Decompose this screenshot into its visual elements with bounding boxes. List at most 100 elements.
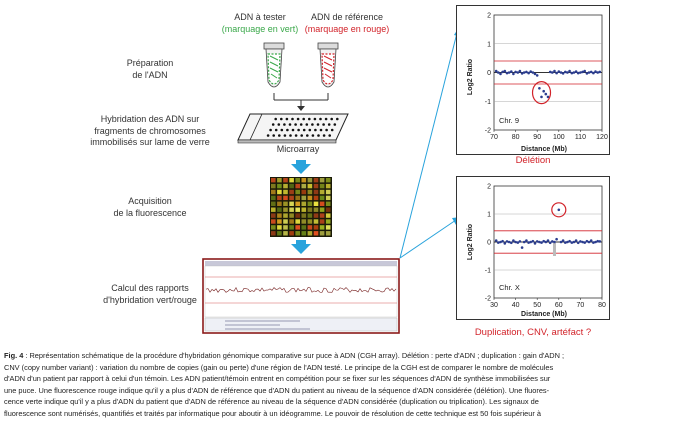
fluorescence-spot <box>289 225 294 230</box>
fluorescence-spot <box>313 219 319 224</box>
data-point <box>570 71 574 75</box>
fluorescence-spot <box>319 189 325 195</box>
highlight-circle <box>531 81 552 105</box>
x-tick-label: 50 <box>533 302 541 309</box>
plot-bottom-panel <box>456 176 610 320</box>
step-preparation-line1: Préparation <box>126 58 174 68</box>
fluorescence-spot <box>277 201 282 206</box>
fluorescence-spot <box>289 183 294 189</box>
data-point <box>529 70 532 73</box>
data-point <box>566 240 569 244</box>
x-tick-label: 110 <box>575 134 586 141</box>
data-point <box>531 239 535 243</box>
microarray-spot <box>317 134 320 137</box>
microarray-spot <box>336 117 339 121</box>
microarray-spot <box>277 123 281 126</box>
microarray-spot <box>280 128 284 132</box>
fluorescence-spot <box>271 189 276 195</box>
data-point <box>581 70 584 74</box>
fluorescence-spot <box>295 183 300 189</box>
y-tick-label: -1 <box>485 99 491 106</box>
step-hybridation-line3: immobilisés sur lame de verre <box>90 137 210 147</box>
microarray-spot <box>288 123 292 126</box>
plot-top-xlabel: Distance (Mb) <box>521 146 567 153</box>
data-point <box>594 240 597 244</box>
microarray-spot <box>297 128 300 132</box>
fluorescence-spot <box>307 201 313 206</box>
data-point <box>522 71 526 74</box>
microarray-spot <box>311 134 315 137</box>
data-point <box>538 240 541 244</box>
microarray-spot <box>299 123 303 126</box>
figure-label: Fig. 4 <box>4 351 24 360</box>
ref-dna-label: ADN de référence <box>310 12 384 22</box>
microarray-spot <box>283 123 286 126</box>
fluorescence-spot <box>295 189 300 195</box>
microarray-spot <box>306 134 309 137</box>
data-point <box>531 71 535 74</box>
fluorescence-spot <box>271 195 276 201</box>
fluorescence-spot <box>301 231 307 236</box>
red-tube-icon <box>317 42 339 88</box>
microarray-spot <box>330 128 334 132</box>
data-point <box>535 74 539 77</box>
fluorescence-spot <box>271 201 276 206</box>
microarray-spot <box>274 117 278 121</box>
microarray-spot <box>291 117 294 121</box>
data-point <box>503 242 507 245</box>
fluorescence-spot <box>301 207 307 212</box>
data-point <box>518 240 522 243</box>
fluorescence-spot <box>301 213 307 218</box>
data-point <box>522 240 526 244</box>
microarray-spot <box>328 134 332 137</box>
fluorescence-spot <box>301 195 307 201</box>
fluorescence-spot <box>313 225 319 230</box>
down-arrow-icon <box>291 160 311 174</box>
fluorescence-spot <box>307 178 313 183</box>
data-point <box>579 240 582 243</box>
highlight-circle <box>551 202 567 218</box>
test-dna-marking: (marquage en vert) <box>221 24 299 34</box>
microarray-spot <box>291 128 295 132</box>
fluorescence-spot <box>307 219 313 224</box>
fluorescence-spot <box>283 219 288 224</box>
fluorescence-spot <box>295 231 300 236</box>
data-point <box>494 69 498 73</box>
plot-bottom-chr-label: Chr. X <box>499 283 520 292</box>
data-point <box>587 71 591 74</box>
microarray-spot <box>313 117 317 121</box>
fluorescence-spot <box>277 178 282 183</box>
data-point <box>520 72 524 75</box>
data-point <box>551 240 554 243</box>
y-tick-label: 2 <box>487 184 491 191</box>
microarray-spot <box>305 123 309 126</box>
x-tick-label: 60 <box>555 302 563 309</box>
fluorescence-spot <box>289 178 294 183</box>
data-point <box>553 240 556 244</box>
x-tick-label: 80 <box>512 134 520 141</box>
fluorescence-spot <box>313 183 319 189</box>
microarray-spot <box>278 134 281 137</box>
caption-line-5: cence verte indique qu'il y a plus d'ADN… <box>4 397 539 407</box>
fluorescence-spot <box>271 207 276 212</box>
fluorescence-spot <box>271 183 276 189</box>
fluorescence-spot <box>325 178 331 183</box>
microarray-spot <box>322 134 326 137</box>
y-tick-label: 0 <box>487 240 491 247</box>
microarray-spot <box>316 123 320 126</box>
fluorescence-spot <box>301 201 307 206</box>
microarray-spot <box>302 128 306 132</box>
plot-top-ylabel: Log2 Ratio <box>467 59 474 95</box>
fluorescence-spot <box>307 231 313 236</box>
fluorescence-spot <box>319 201 325 206</box>
caption-line-2: CNV (copy number variant) : variation du… <box>4 362 554 372</box>
fluorescence-spot <box>277 213 282 218</box>
fluorescence-spot <box>325 195 331 201</box>
fluorescence-spot <box>295 213 300 218</box>
fluorescence-spot <box>289 231 294 236</box>
fluorescence-spot <box>271 219 276 224</box>
data-point <box>497 71 500 74</box>
fluorescence-spot <box>283 189 288 195</box>
data-point <box>548 241 552 245</box>
